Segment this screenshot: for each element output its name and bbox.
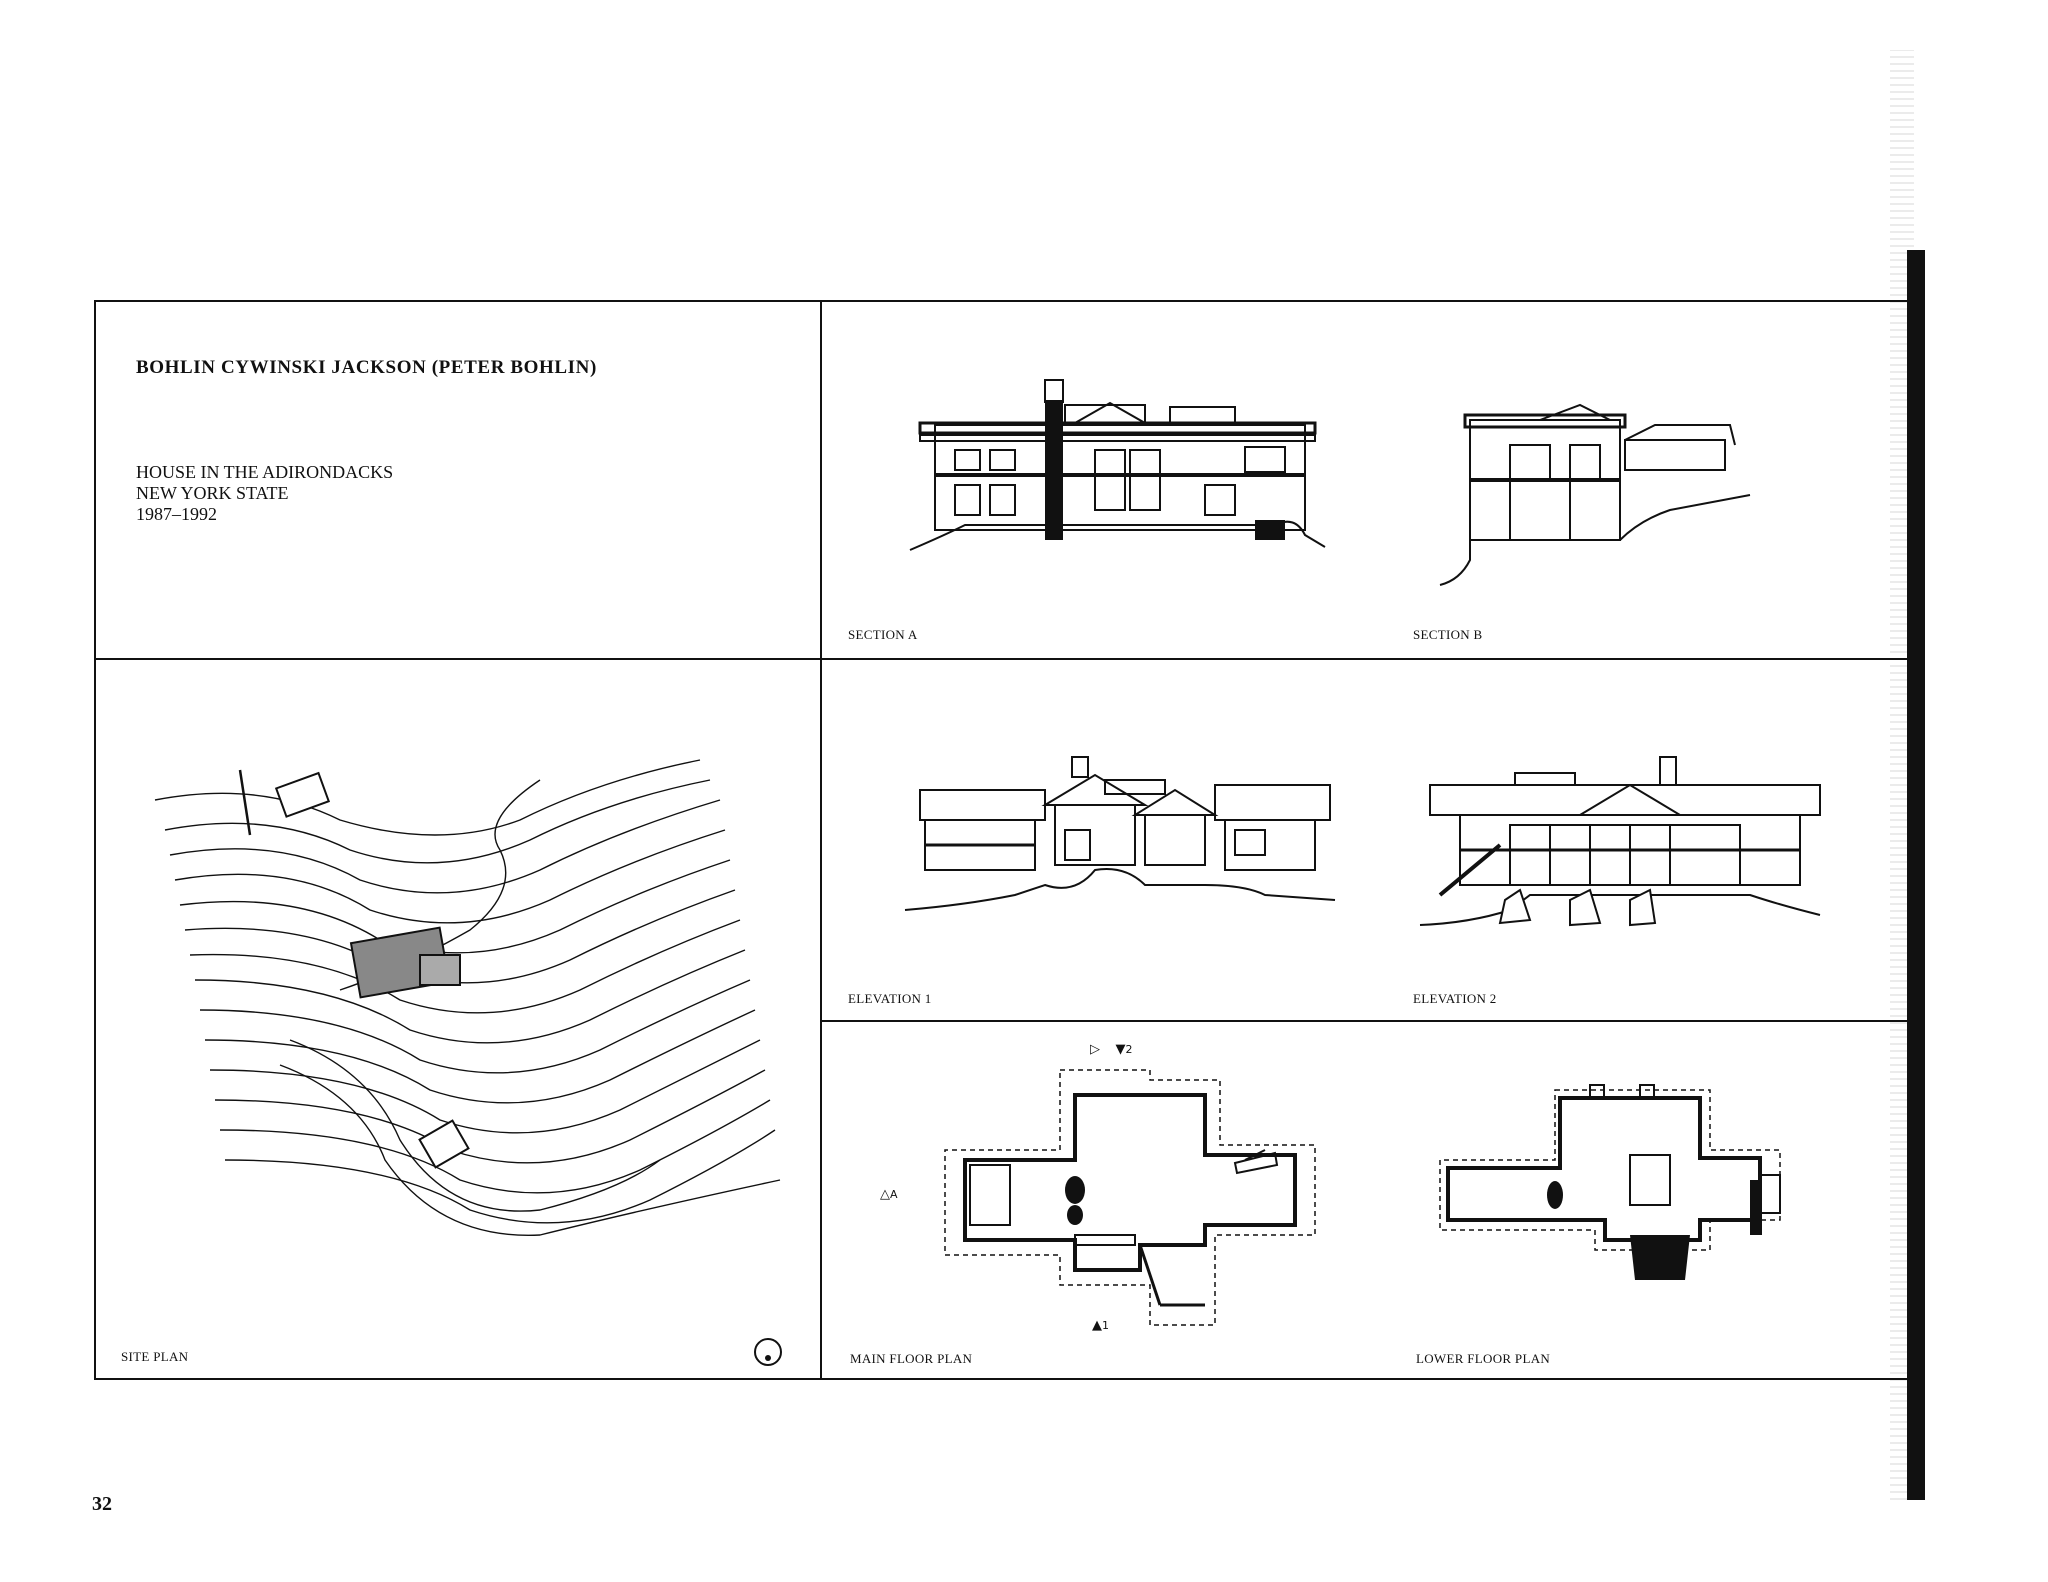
- grid-divider-vertical: [820, 300, 822, 1380]
- project-name: HOUSE IN THE ADIRONDACKS: [136, 462, 394, 482]
- caption-elevation-2: ELEVATION 2: [1413, 991, 1497, 1006]
- grid-divider-row1: [94, 658, 1912, 660]
- page-number: 32: [92, 1493, 112, 1515]
- marker-1: ▲1: [1092, 1318, 1109, 1333]
- lower-floor-plan-drawing: [1439, 1084, 1781, 1280]
- section-b-drawing: [1439, 403, 1751, 586]
- project-dates: 1987–1992: [136, 504, 217, 524]
- marker-1-label: 1: [1102, 1319, 1109, 1332]
- main-floor-plan-drawing: [944, 1069, 1316, 1326]
- caption-lower-floor-plan: LOWER FLOOR PLAN: [1416, 1351, 1551, 1366]
- elevation-1-drawing: [904, 756, 1336, 911]
- section-a-drawing: [909, 379, 1326, 551]
- marker-2-label: 2: [1125, 1043, 1133, 1056]
- caption-section-a: SECTION A: [848, 627, 918, 642]
- firm-title: BOHLIN CYWINSKI JACKSON (PETER BOHLIN): [136, 357, 597, 378]
- site-plan-drawing: [154, 759, 781, 1236]
- caption-main-floor-plan: MAIN FLOOR PLAN: [850, 1351, 973, 1366]
- triangle-filled-icon: ▲: [1092, 1318, 1102, 1333]
- marker-a: △A: [880, 1187, 898, 1202]
- elevation-2-drawing: [1419, 756, 1821, 927]
- marker-2: ▷ ▼2: [1090, 1042, 1133, 1057]
- triangle-right-icon: ▷: [1090, 1042, 1100, 1057]
- marker-a-label: A: [890, 1188, 898, 1201]
- caption-section-b: SECTION B: [1413, 627, 1483, 642]
- project-location: NEW YORK STATE: [136, 483, 289, 503]
- triangle-down-icon: ▼: [1115, 1042, 1126, 1057]
- north-arrow-icon: [754, 1338, 782, 1366]
- grid-divider-row2: [820, 1020, 1912, 1022]
- triangle-outline-icon: △: [880, 1187, 890, 1202]
- caption-site-plan: SITE PLAN: [121, 1349, 189, 1364]
- caption-elevation-1: ELEVATION 1: [848, 991, 932, 1006]
- project-info: HOUSE IN THE ADIRONDACKS NEW YORK STATE …: [136, 462, 393, 525]
- drawing-sheet: [94, 300, 1912, 1380]
